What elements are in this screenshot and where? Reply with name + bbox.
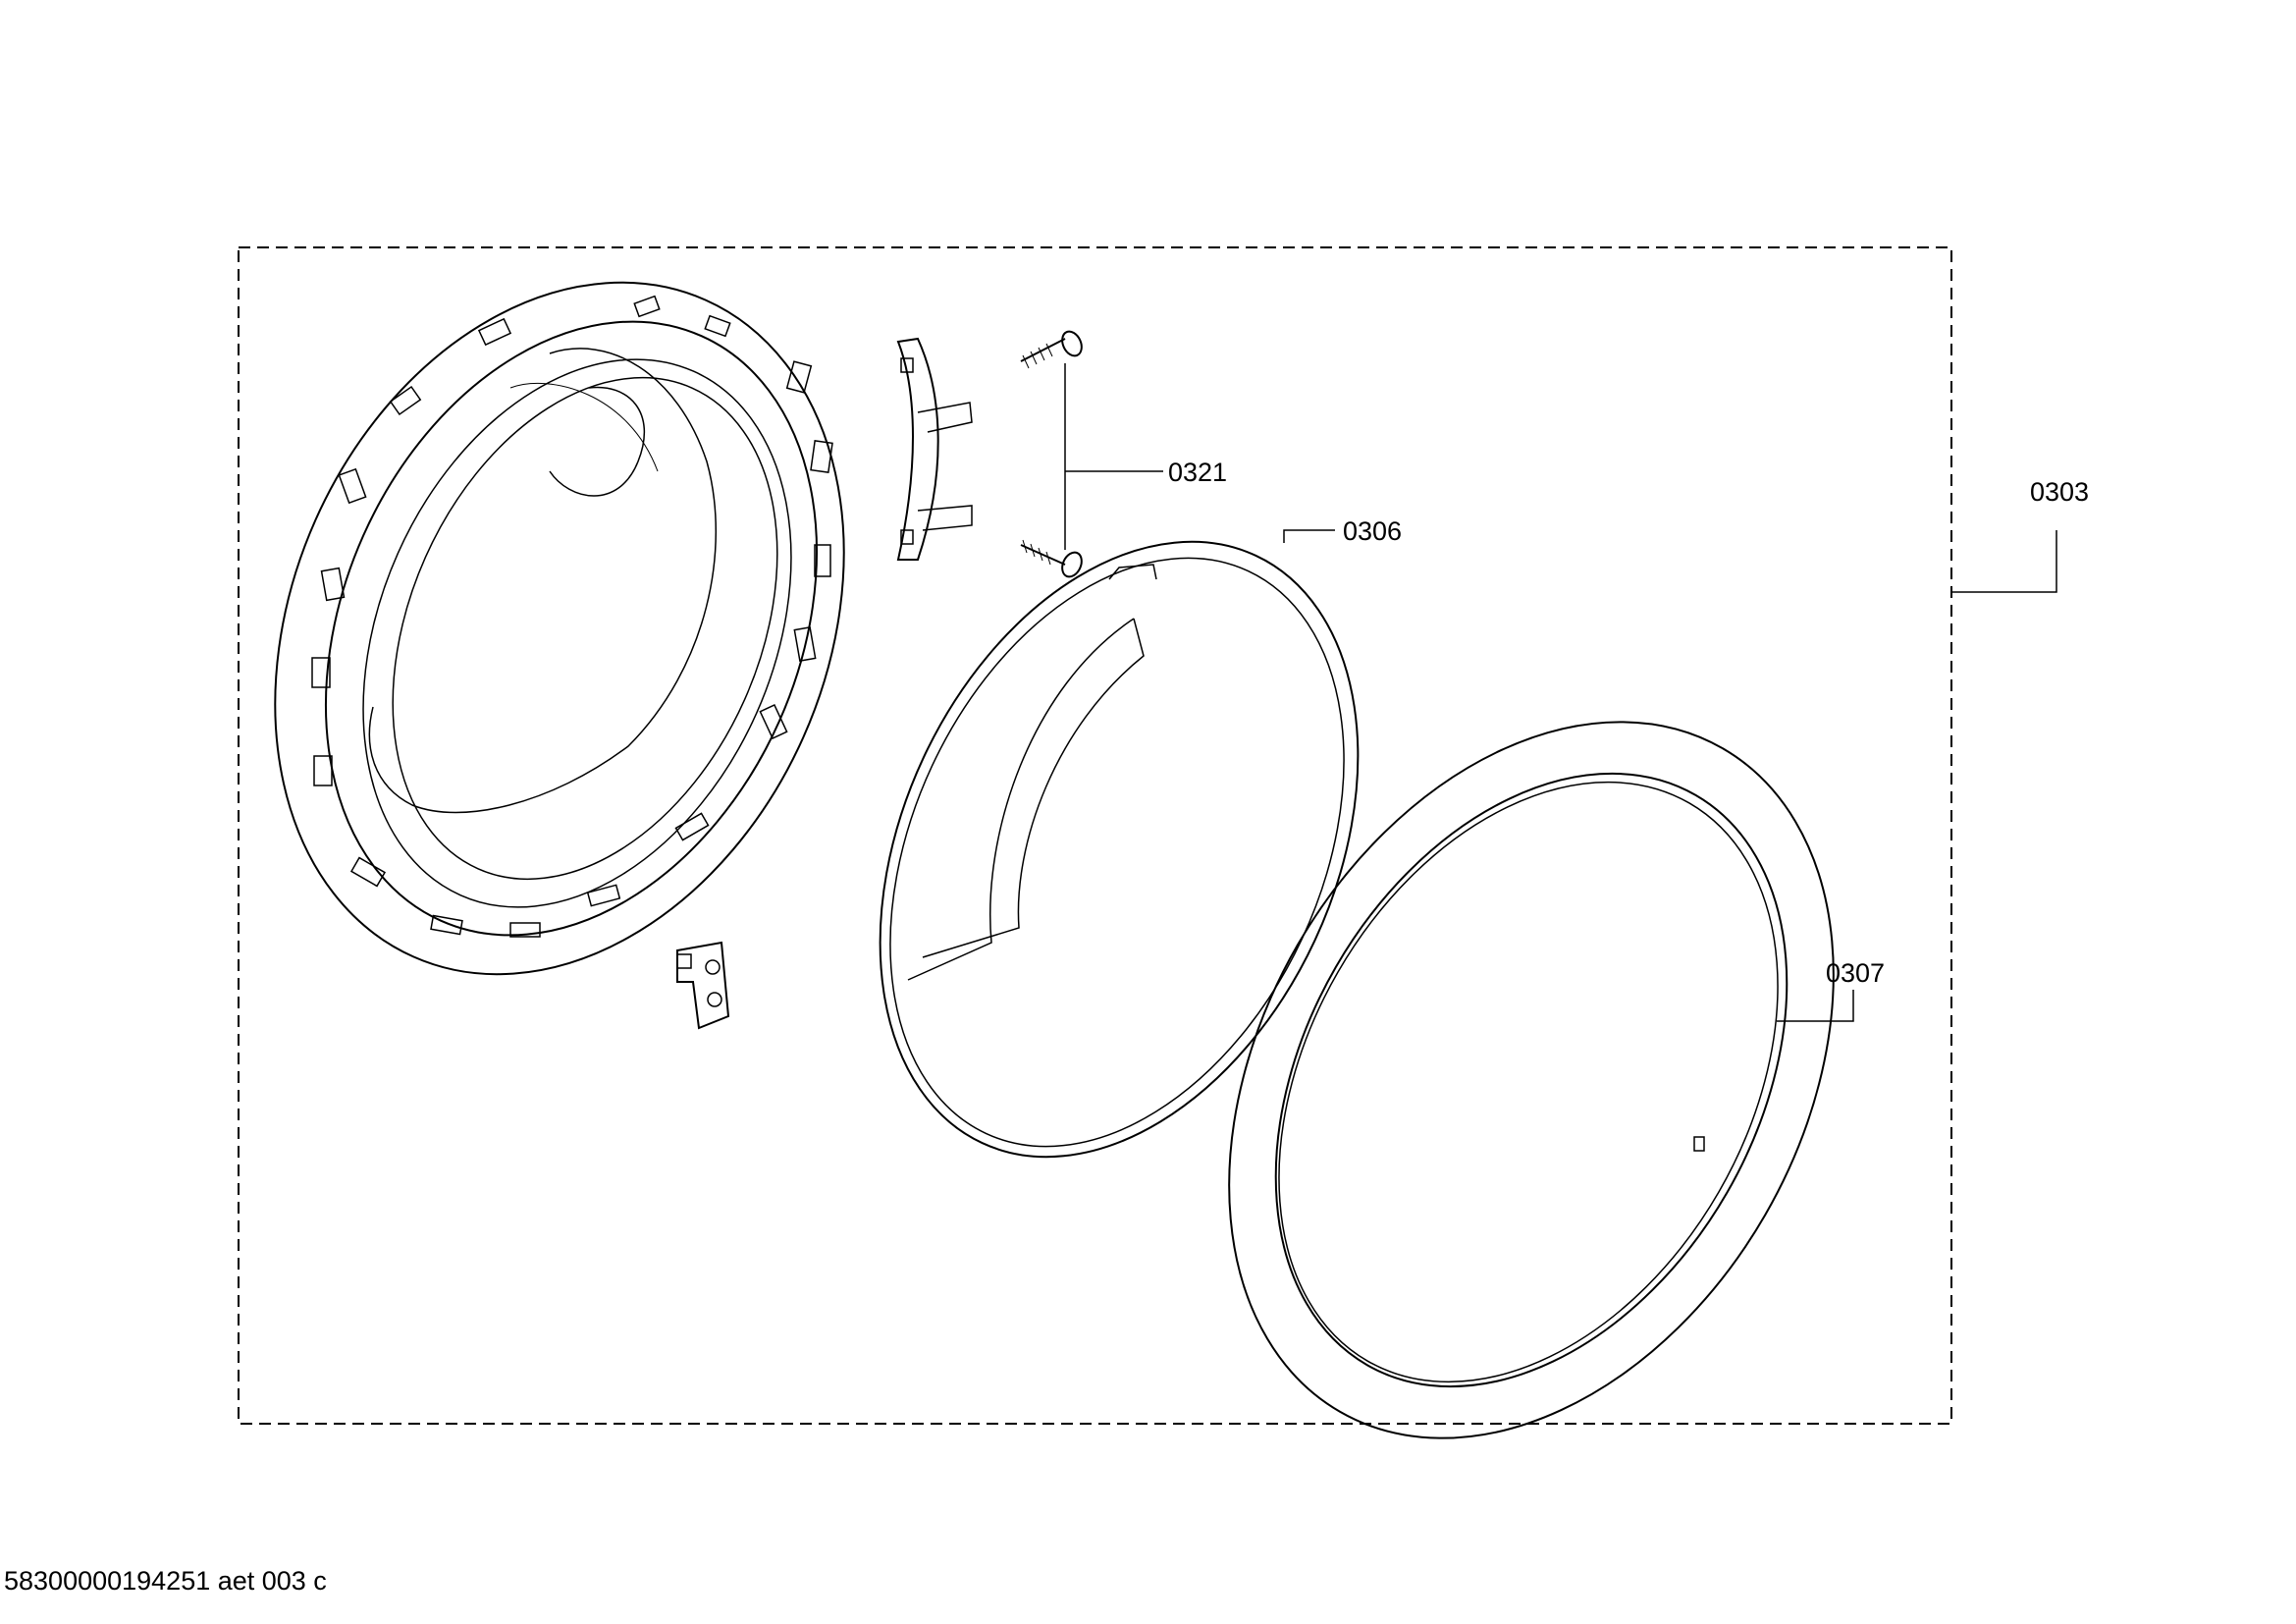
latch-bracket-part bbox=[676, 941, 730, 1030]
screw-lower bbox=[1020, 539, 1083, 578]
callout-0307: 0307 bbox=[1826, 958, 1885, 988]
callout-0303: 0303 bbox=[2030, 477, 2089, 507]
hinge-part bbox=[896, 337, 973, 561]
callout-0321: 0321 bbox=[1168, 458, 1227, 487]
callout-0306: 0306 bbox=[1343, 516, 1402, 546]
door-ring-part bbox=[1228, 721, 1835, 1439]
door-frame-part bbox=[274, 281, 845, 976]
assembly-boundary bbox=[238, 246, 1952, 1425]
screw-upper bbox=[1020, 330, 1083, 369]
document-code: 58300000194251 aet 003 c bbox=[4, 1566, 327, 1596]
door-glass-part bbox=[879, 540, 1360, 1159]
